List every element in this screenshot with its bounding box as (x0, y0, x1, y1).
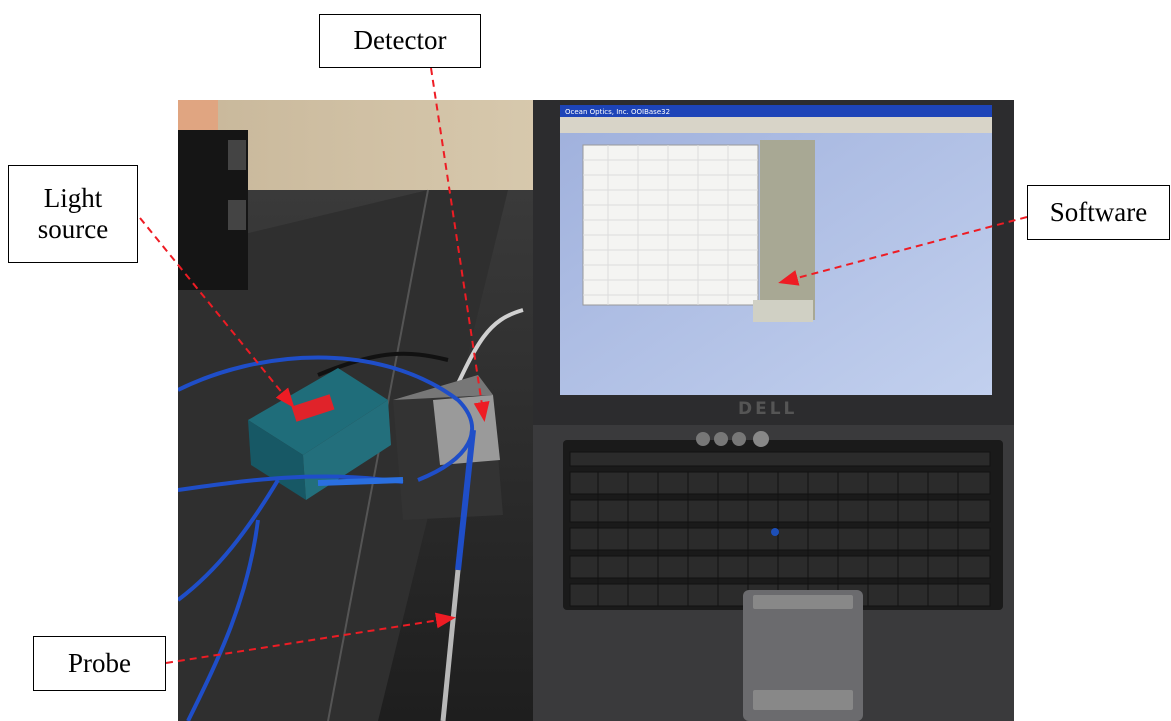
software-label: Software (1027, 185, 1170, 240)
software-window-title: Ocean Optics, Inc. OOIBase32 (565, 108, 670, 116)
touchpad (743, 590, 863, 721)
laptop-brand-logo: DELL (738, 399, 797, 419)
probe-label-text: Probe (68, 647, 131, 678)
software-plot (582, 144, 759, 306)
probe-cable (455, 429, 476, 571)
software-panel (760, 140, 815, 320)
trackpoint (771, 528, 779, 536)
light-source-label: Light source (8, 165, 138, 263)
probe-label: Probe (33, 636, 166, 691)
software-label-text: Software (1049, 196, 1148, 227)
light-source-tag (291, 394, 335, 422)
detector-label-text: Detector (353, 25, 447, 56)
window-title-text: Ocean Optics, Inc. OOIBase32 (565, 108, 670, 116)
light-source-label-line1: Light (43, 182, 103, 213)
light-source-label-line2: source (37, 214, 109, 244)
photo-scene: DELL (178, 100, 1014, 721)
detector-label: Detector (319, 14, 481, 68)
lab-photo: DELL (178, 100, 1014, 721)
